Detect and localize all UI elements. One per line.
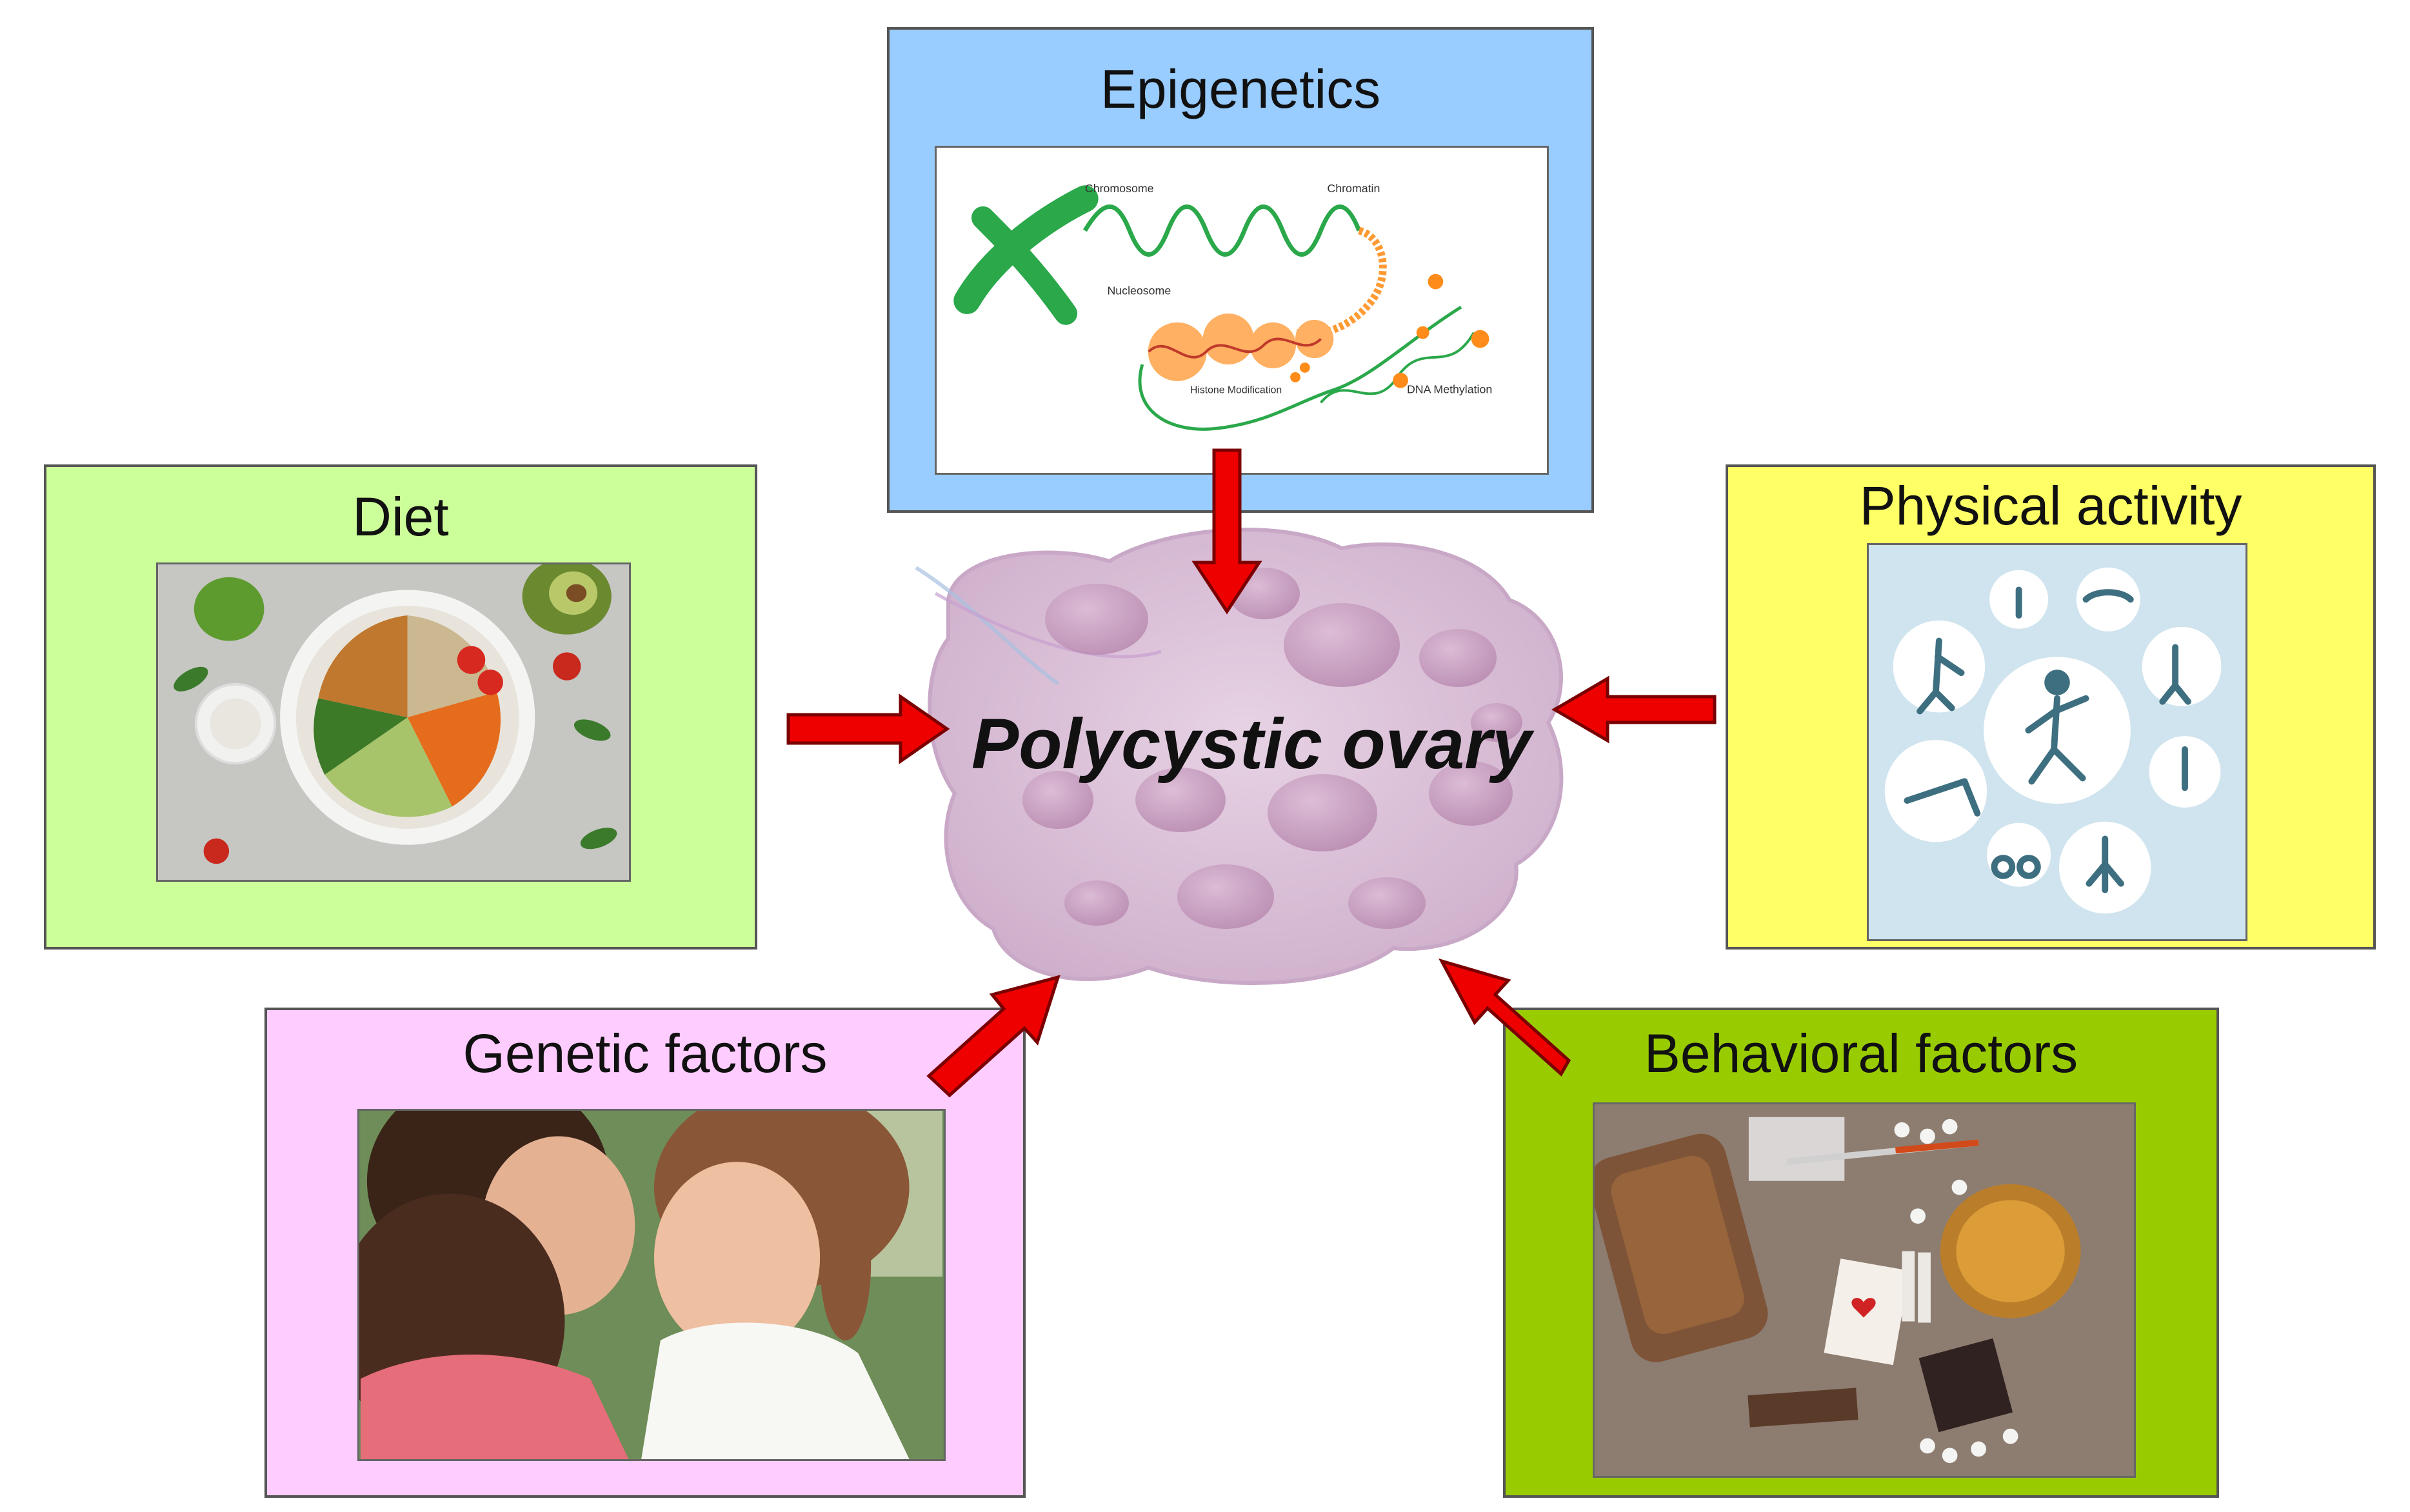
salad-bowl-image bbox=[159, 564, 628, 880]
alcohol-drugs-cigarettes-image bbox=[1595, 1104, 2133, 1476]
label-histone-modification: Histone Modification bbox=[1190, 384, 1282, 395]
label-chromatin: Chromatin bbox=[1327, 182, 1380, 195]
label-nucleosome: Nucleosome bbox=[1107, 284, 1171, 297]
chromatin-structure-illustration: Chromosome Chromatin Nucleosome Histone … bbox=[953, 182, 1492, 431]
label-dna-methylation: DNA Methylation bbox=[1407, 383, 1492, 395]
epigenetics-title: Epigenetics bbox=[1100, 59, 1381, 119]
behavioral-factors-title: Behavioral factors bbox=[1644, 1023, 2078, 1084]
diet-photo bbox=[156, 562, 631, 882]
arrow-from-physical-activity bbox=[1551, 675, 1717, 744]
genetic-factors-photo bbox=[357, 1109, 946, 1461]
arrow-from-genetic-factors bbox=[926, 975, 1061, 1098]
arrow-from-epigenetics bbox=[1191, 448, 1262, 615]
genetic-factors-box: Genetic factors bbox=[264, 1008, 1026, 1498]
mother-daughter-image bbox=[359, 1111, 942, 1459]
diet-box: Diet bbox=[44, 464, 757, 950]
polycystic-ovary-label: Polycystic ovary bbox=[971, 704, 1532, 784]
behavioral-factors-photo bbox=[1593, 1102, 2136, 1478]
physical-activity-title: Physical activity bbox=[1859, 475, 2242, 536]
behavioral-factors-box: Behavioral factors bbox=[1503, 1008, 2219, 1498]
epigenetics-box: Epigenetics Chromosome Chromatin Nucleos… bbox=[887, 27, 1594, 513]
exercise-icons-illustration bbox=[1869, 545, 2246, 939]
physical-activity-box: Physical activity bbox=[1726, 464, 2376, 950]
physical-activity-photo bbox=[1867, 543, 2247, 941]
arrow-from-behavioral-factors bbox=[1438, 958, 1571, 1077]
epigenetics-diagram: Chromosome Chromatin Nucleosome Histone … bbox=[935, 146, 1549, 475]
genetic-factors-title: Genetic factors bbox=[463, 1023, 828, 1084]
diet-title: Diet bbox=[352, 486, 449, 547]
arrow-from-diet bbox=[786, 693, 950, 764]
label-chromosome: Chromosome bbox=[1085, 182, 1154, 195]
